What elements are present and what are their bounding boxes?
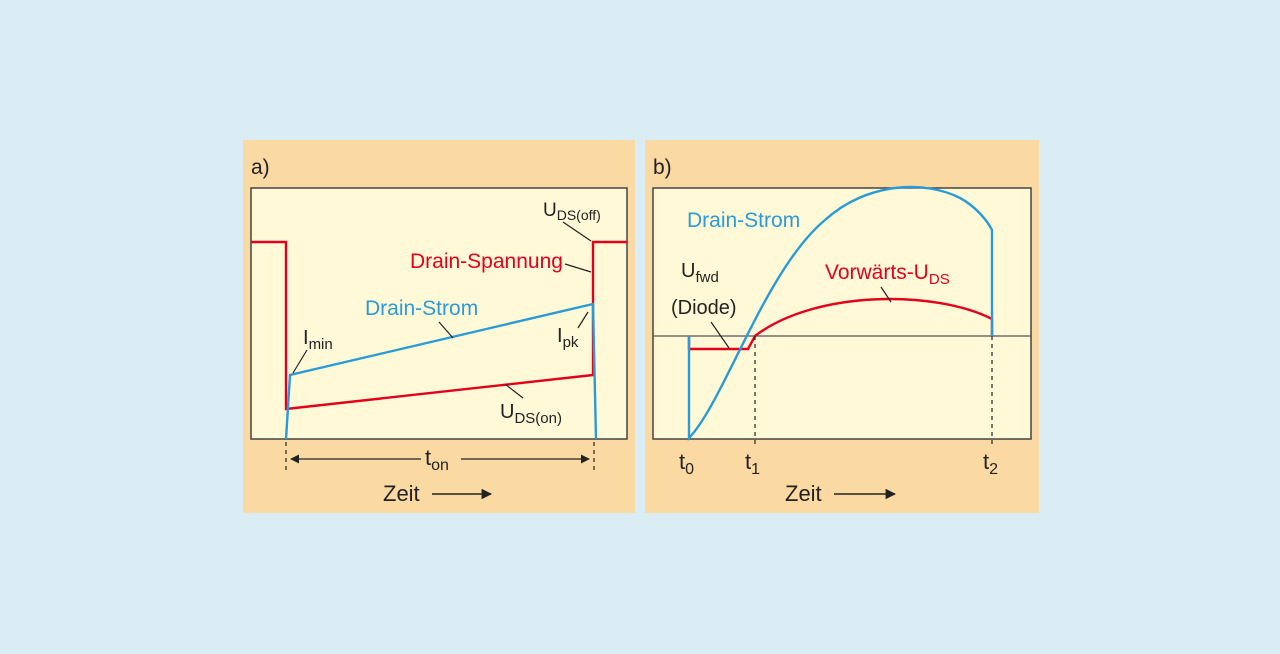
drain-current-label-a: Drain-Strom <box>365 297 478 320</box>
t2-label: t2 <box>983 449 998 478</box>
drain-current-leader <box>438 321 454 339</box>
imin-leader <box>292 349 308 374</box>
time-axis-label-b: Zeit <box>785 481 822 506</box>
drain-current-trace-a <box>284 302 598 440</box>
uds-on-label: UDS(on) <box>500 401 562 427</box>
panel-b-label: b) <box>653 156 672 179</box>
t0-label: t0 <box>679 449 694 478</box>
ufwd-label: Ufwd <box>681 260 719 286</box>
ufwd-leader <box>710 321 730 349</box>
forward-voltage-leader <box>880 286 892 303</box>
panel-a-label: a) <box>251 156 270 179</box>
imin-label: Imin <box>303 327 333 353</box>
uds-off-label: UDS(off) <box>543 200 601 223</box>
drain-voltage-label-a: Drain-Spannung <box>410 250 563 273</box>
panel-b: b) Drain-Strom Vorwärts-UDS Ufwd (Diode)… <box>645 140 1039 513</box>
panel-a: a) UDS(off) Drain-Spannung Drain-Strom I… <box>243 140 635 513</box>
forward-voltage-label: Vorwärts-UDS <box>825 261 950 288</box>
panel-b-diagram: b) Drain-Strom Vorwärts-UDS Ufwd (Diode)… <box>652 156 1032 506</box>
drain-current-label-b: Drain-Strom <box>687 209 800 232</box>
forward-voltage-trace <box>687 297 994 351</box>
drain-current-trace-b <box>687 185 994 442</box>
uds-on-leader <box>504 383 524 399</box>
diode-label: (Diode) <box>671 297 737 319</box>
ipk-label: Ipk <box>557 325 579 351</box>
panel-a-diagram: a) UDS(off) Drain-Spannung Drain-Strom I… <box>250 156 628 506</box>
uds-off-leader <box>562 221 592 242</box>
drain-voltage-leader <box>564 263 592 273</box>
panel-a-plot-area <box>250 187 628 440</box>
ipk-leader <box>577 311 589 329</box>
drain-voltage-trace-a <box>251 240 627 411</box>
time-axis-label-a: Zeit <box>383 481 420 506</box>
t1-label: t1 <box>745 449 760 478</box>
ton-label: ton <box>425 445 449 474</box>
